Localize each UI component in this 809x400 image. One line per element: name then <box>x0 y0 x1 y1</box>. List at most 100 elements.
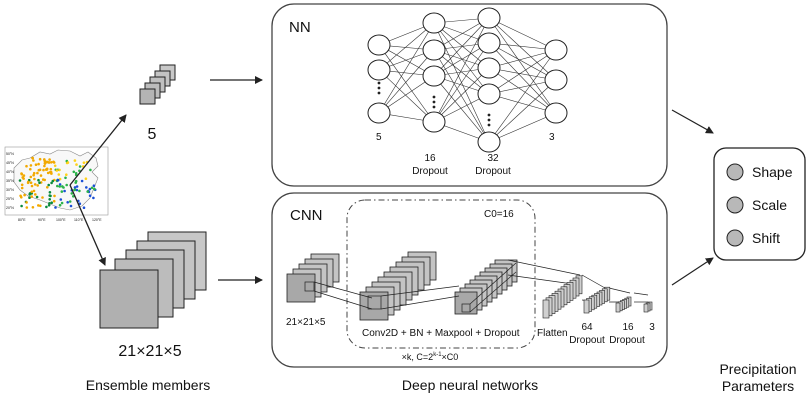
lat-label: 40°N <box>6 170 14 174</box>
station-dot <box>20 183 24 187</box>
station-dot <box>73 188 77 191</box>
lat-label: 50°N <box>6 152 14 156</box>
station-dot <box>30 195 33 198</box>
nn-neuron <box>477 83 501 105</box>
station-dot <box>74 179 78 183</box>
nn-neuron <box>477 32 501 54</box>
big-input-label: 21×21×5 <box>118 343 181 360</box>
arrow-map-to-big-input <box>69 184 106 266</box>
nn-ellipsis <box>377 81 491 127</box>
station-dot <box>58 177 62 181</box>
station-dot <box>73 159 77 162</box>
station-dot <box>34 163 38 166</box>
nn-edge <box>488 49 557 69</box>
nn-edge <box>488 93 557 114</box>
cnn-title: CNN <box>290 207 323 224</box>
param-scale-dot <box>726 196 744 214</box>
station-dot <box>47 204 51 207</box>
cnn-repeat-suffix: ×C0 <box>442 352 459 362</box>
station-dot <box>30 184 34 188</box>
station-dot <box>48 194 51 197</box>
station-dot <box>28 196 31 199</box>
station-dot <box>48 198 51 201</box>
station-dot <box>69 204 73 208</box>
station-dot <box>57 173 61 176</box>
station-dot <box>47 161 51 164</box>
lat-label: 35°N <box>6 179 14 183</box>
station-dot <box>43 158 46 161</box>
station-dot <box>37 168 41 172</box>
station-dot <box>72 170 76 174</box>
station-dot <box>38 181 41 185</box>
station-dot <box>34 193 37 196</box>
station-dot <box>50 161 53 164</box>
station-dot <box>37 162 40 166</box>
lon-label: 90°E <box>38 218 46 222</box>
nn-layer2-dropout: Dropout <box>412 166 448 177</box>
station-dot <box>56 184 59 188</box>
station-dot <box>45 205 48 209</box>
cnn-repeat-block <box>346 199 536 349</box>
params-box: Shape Scale Shift <box>713 147 806 261</box>
nn-edge <box>488 17 557 114</box>
station-dot <box>18 179 22 182</box>
station-dot <box>60 201 64 205</box>
station-dot <box>82 161 86 164</box>
station-dot <box>48 191 52 194</box>
station-dot <box>70 192 74 195</box>
station-dot <box>92 184 96 187</box>
cnn-dense16-size: 16 <box>622 322 634 333</box>
station-dot <box>46 171 50 175</box>
station-dot <box>28 192 32 195</box>
nn-edge <box>433 75 490 143</box>
station-dot <box>32 189 36 193</box>
station-dot <box>80 179 84 183</box>
nn-neuron <box>422 12 446 34</box>
station-dot <box>58 168 61 172</box>
station-dot <box>36 184 39 187</box>
lat-label: 25°N <box>6 197 14 201</box>
caption-precip-line1: Precipitation <box>719 361 796 377</box>
feature-map <box>359 291 389 321</box>
nn-edge <box>488 79 557 143</box>
small-input-stack: 5 <box>139 64 176 143</box>
station-dot <box>50 181 53 185</box>
station-dot <box>22 174 26 177</box>
nn-edge <box>433 17 490 77</box>
station-dot <box>32 173 35 177</box>
nn-edge <box>378 49 435 114</box>
station-dot <box>58 183 62 186</box>
cnn-conv1-stack <box>359 251 437 321</box>
station-dot <box>38 157 42 161</box>
param-shift-dot <box>726 229 744 247</box>
station-dot <box>73 186 77 189</box>
station-dot <box>33 177 36 181</box>
station-dot <box>20 172 23 175</box>
station-dot <box>52 199 56 203</box>
nn-layer3-dropout: Dropout <box>475 166 511 177</box>
station-dot <box>48 158 51 161</box>
station-dot <box>37 178 40 182</box>
station-dot <box>52 160 55 164</box>
nn-neuron <box>544 39 568 61</box>
station-dot <box>75 185 79 188</box>
station-dot <box>29 164 33 167</box>
station-dot <box>85 186 88 189</box>
station-dot <box>53 194 56 198</box>
station-dot <box>25 201 28 204</box>
nn-neuron <box>367 102 391 124</box>
nn-neuron <box>477 7 501 29</box>
station-dot <box>92 196 95 200</box>
nn-edge <box>488 112 557 143</box>
map-lon-labels: 80°E 90°E 100°E 110°E 120°E <box>18 218 102 222</box>
nn-neuron <box>422 39 446 61</box>
station-dot <box>31 156 34 160</box>
station-dots <box>18 156 97 209</box>
nn-edge <box>488 17 557 81</box>
nn-edge <box>378 69 435 123</box>
station-dot <box>66 201 69 204</box>
param-shape-dot <box>726 163 744 181</box>
station-dot <box>78 165 82 168</box>
nn-edge <box>488 42 557 114</box>
station-dot <box>39 204 42 208</box>
